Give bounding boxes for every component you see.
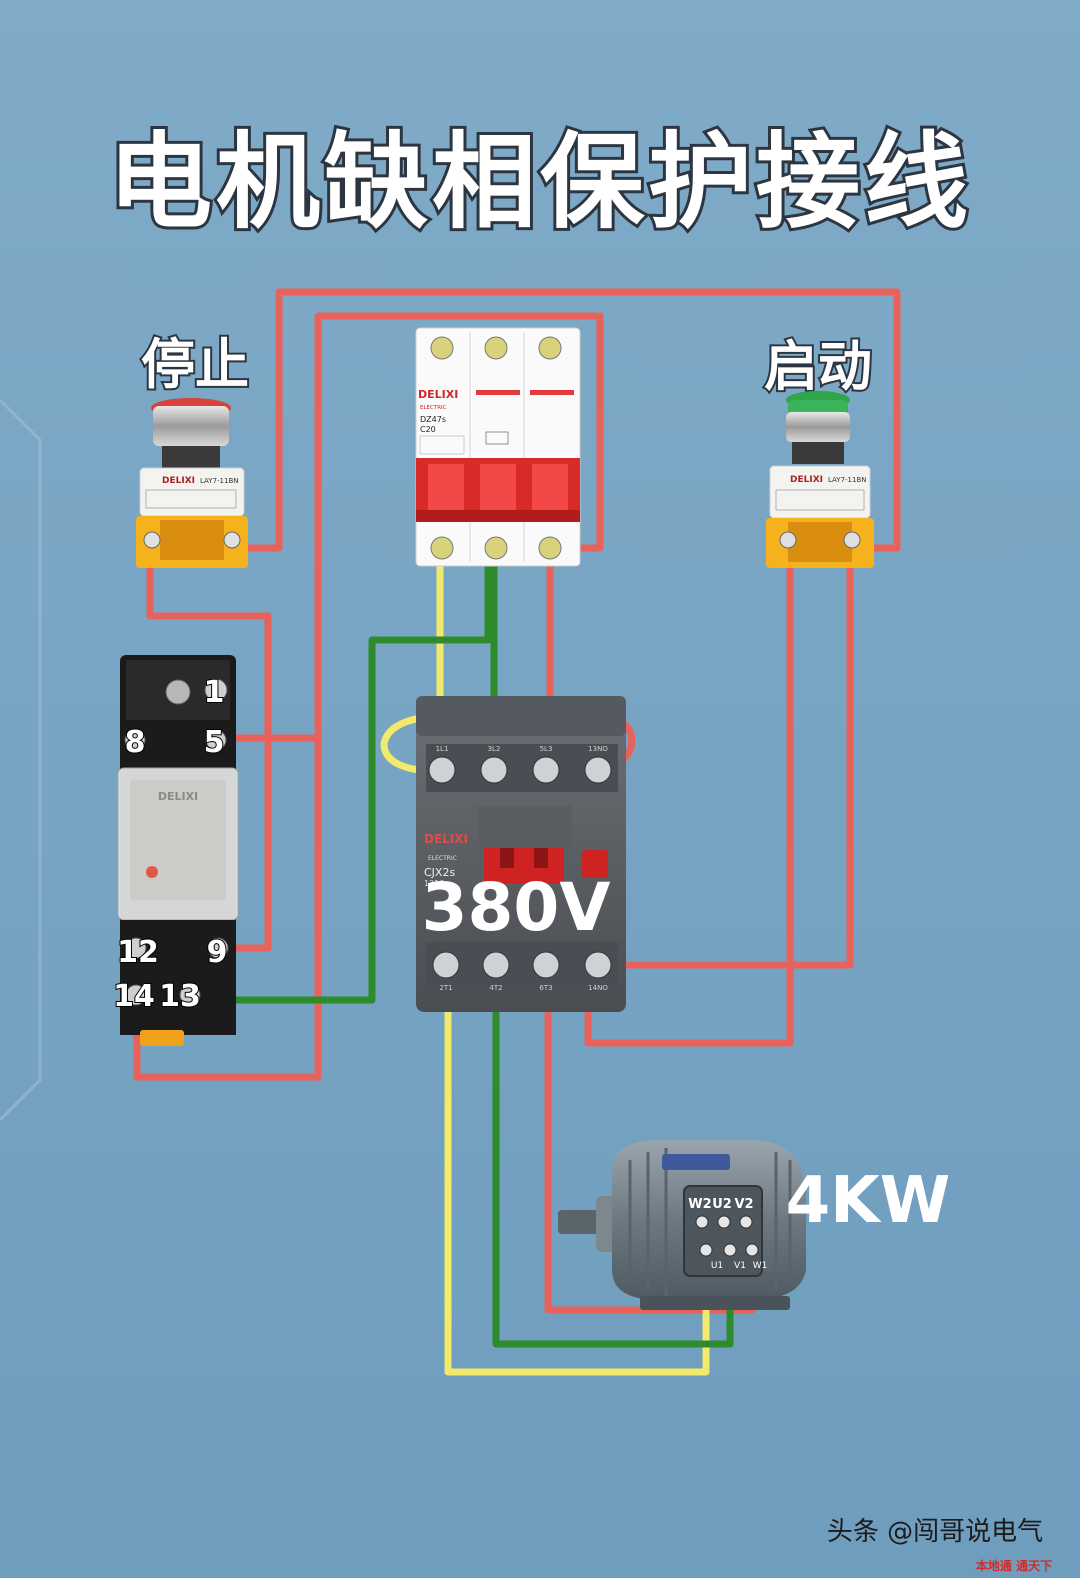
- contactor-code: 1210: [424, 879, 444, 888]
- contactor-term-13no: 13NO: [588, 745, 608, 753]
- watermark-corner: 本地通 通天下: [976, 1558, 1052, 1573]
- motor-term-v1: V1: [734, 1261, 746, 1271]
- motor-term-v2: V2: [734, 1197, 753, 1212]
- relay-pin-14: 14: [113, 979, 155, 1014]
- contactor-term-1l1: 1L1: [436, 745, 449, 753]
- motor-power: 4KW: [786, 1164, 951, 1238]
- relay-pin-5: 5: [204, 725, 225, 760]
- diagram-title: 电机缺相保护接线: [108, 121, 972, 243]
- circuit-breaker[interactable]: DELIXI ELECTRIC DZ47s C20: [415, 327, 581, 567]
- relay[interactable]: 1 5 8 DELIXI 12 9 14 13: [112, 655, 239, 1046]
- wire-motor-u: [444, 961, 710, 1376]
- contactor-term-5l3: 5L3: [540, 745, 553, 753]
- wire-breaker-to-relay13: [192, 552, 492, 1004]
- motor-term-w1: W1: [753, 1261, 768, 1271]
- wire-start-right: [596, 544, 854, 969]
- contactor-brand: DELIXI: [424, 832, 468, 846]
- stop-brand: DELIXI: [162, 476, 195, 486]
- contactor-term-14no: 14NO: [588, 984, 608, 992]
- contactor-term-6t3: 6T3: [539, 984, 552, 992]
- contactor-model: CJX2s: [424, 866, 455, 879]
- relay-pin-13: 13: [159, 979, 201, 1014]
- left-border-deco: [0, 398, 42, 1122]
- stop-button[interactable]: 停止 DELIXI LAY7-11BN: [136, 331, 251, 568]
- motor-fins: [628, 1148, 792, 1296]
- stop-model: LAY7-11BN: [200, 477, 239, 485]
- start-button[interactable]: 启动 DELIXI LAY7-11BN: [762, 333, 874, 568]
- contactor-sub: ELECTRIC: [428, 855, 457, 862]
- breaker-rating: C20: [420, 425, 436, 434]
- relay-pin-1: 1: [204, 675, 225, 710]
- start-model: LAY7-11BN: [828, 476, 867, 484]
- motor-term-u2: U2: [712, 1197, 732, 1212]
- motor-term-w2: W2: [688, 1197, 711, 1212]
- relay-pin-8: 8: [125, 725, 146, 760]
- wire-breaker-to-relay14: [133, 312, 604, 1081]
- motor-term-u1: U1: [711, 1261, 723, 1271]
- breaker-brand: DELIXI: [418, 388, 458, 401]
- start-label: 启动: [764, 335, 872, 398]
- wire-contactor-l1-loop: [380, 712, 444, 776]
- motor[interactable]: W2 U2 V2 U1 V1 W1 4KW: [558, 1140, 950, 1310]
- relay-pin-9: 9: [207, 935, 228, 970]
- stop-label: 停止: [141, 333, 249, 396]
- contactor-term-4t2: 4T2: [489, 984, 502, 992]
- contactor-term-2t1: 2T1: [439, 984, 452, 992]
- start-brand: DELIXI: [790, 475, 823, 485]
- wire-stop-to-relay9: [146, 536, 272, 952]
- contactor-term-3l2: 3L2: [488, 745, 501, 753]
- watermark-text: 头条 @闯哥说电气: [827, 1517, 1043, 1547]
- wire-stop-to-start: [232, 288, 901, 552]
- contactor[interactable]: 1L1 3L2 5L3 13NO DELIXI ELECTRIC CJX2s 1…: [416, 696, 626, 1012]
- contactor-voltage: 380V: [422, 869, 611, 946]
- breaker-sub: ELECTRIC: [420, 405, 447, 411]
- breaker-model: DZ47s: [420, 415, 446, 424]
- relay-brand: DELIXI: [158, 790, 198, 803]
- relay-pin-12: 12: [117, 935, 159, 970]
